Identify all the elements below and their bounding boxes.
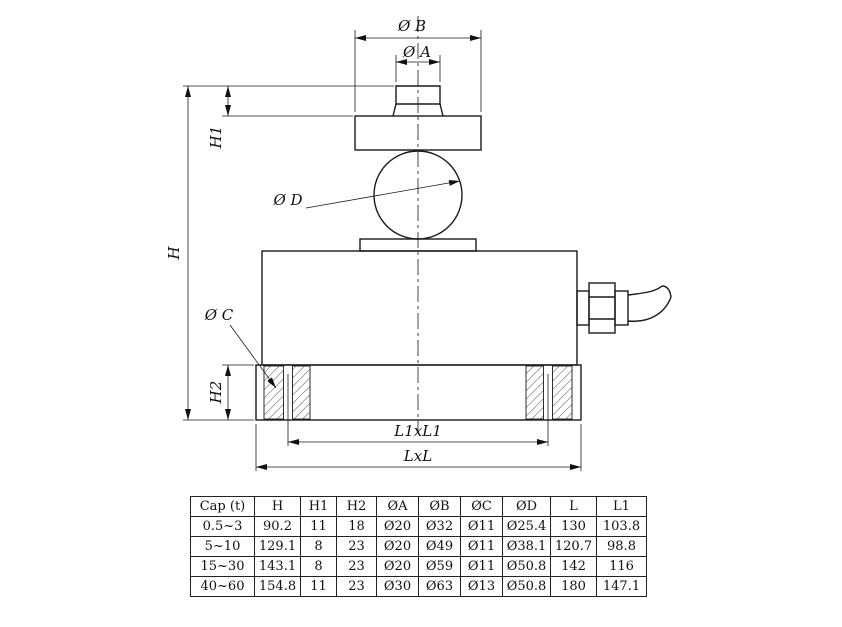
table-header-cell: L xyxy=(550,496,597,517)
dim-label-lxl: LxL xyxy=(403,447,432,465)
table-cell: 11 xyxy=(300,576,337,597)
table-header-cell: H2 xyxy=(336,496,377,517)
dimension-lines xyxy=(183,30,582,471)
table-cell: Ø13 xyxy=(460,576,503,597)
table-cell: 180 xyxy=(550,576,597,597)
table-row: 15~30 143.1 8 23 Ø20 Ø59 Ø11 Ø50.8 142 1… xyxy=(190,556,647,577)
table-cell: Ø63 xyxy=(418,576,461,597)
table-cell: Ø11 xyxy=(460,536,503,557)
table-cell: 40~60 xyxy=(190,576,255,597)
table-cell: 154.8 xyxy=(254,576,301,597)
dim-label-h1: H1 xyxy=(207,126,225,150)
table-cell: Ø49 xyxy=(418,536,461,557)
table-cell: 147.1 xyxy=(596,576,647,597)
table-header-cell: H xyxy=(254,496,301,517)
dim-label-phi-d: Ø D xyxy=(272,191,302,209)
table-cell: 129.1 xyxy=(254,536,301,557)
load-cell-outline xyxy=(255,85,672,421)
table-cell: 90.2 xyxy=(254,516,301,537)
table-cell: Ø20 xyxy=(376,556,419,577)
top-plate xyxy=(354,115,482,151)
table-cell: 15~30 xyxy=(190,556,255,577)
table-cell: Ø30 xyxy=(376,576,419,597)
table-cell: Ø20 xyxy=(376,516,419,537)
base-section-hatch xyxy=(263,365,573,420)
dim-label-l1xl1: L1xL1 xyxy=(393,422,441,440)
table-header-row: Cap (t) H H1 H2 ØA ØB ØC ØD L L1 xyxy=(190,496,647,517)
table-cell: Ø11 xyxy=(460,516,503,537)
cable-connector xyxy=(576,282,672,334)
table-cell: Ø25.4 xyxy=(502,516,551,537)
table-cell: 143.1 xyxy=(254,556,301,577)
load-cell-body xyxy=(261,250,578,366)
table-cell: Ø38.1 xyxy=(502,536,551,557)
dim-label-h: H xyxy=(165,246,183,261)
table-cell: 23 xyxy=(336,576,377,597)
table-cell: 0.5~3 xyxy=(190,516,255,537)
table-cell: 23 xyxy=(336,556,377,577)
dimension-spec-table: Cap (t) H H1 H2 ØA ØB ØC ØD L L1 0.5~3 9… xyxy=(190,496,647,597)
table-cell: Ø59 xyxy=(418,556,461,577)
table-cell: 103.8 xyxy=(596,516,647,537)
loading-button xyxy=(392,85,444,117)
table-cell: 5~10 xyxy=(190,536,255,557)
table-cell: 18 xyxy=(336,516,377,537)
base-flange xyxy=(255,364,582,421)
dim-label-phi-b: Ø B xyxy=(397,17,426,35)
table-cell: Ø32 xyxy=(418,516,461,537)
table-header-cell: ØD xyxy=(502,496,551,517)
table-cell: 130 xyxy=(550,516,597,537)
table-cell: Ø50.8 xyxy=(502,576,551,597)
table-cell: 23 xyxy=(336,536,377,557)
table-cell: Ø11 xyxy=(460,556,503,577)
table-row: 40~60 154.8 11 23 Ø30 Ø63 Ø13 Ø50.8 180 … xyxy=(190,576,647,597)
table-cell: 8 xyxy=(300,556,337,577)
table-cell: Ø50.8 xyxy=(502,556,551,577)
table-cell: Ø20 xyxy=(376,536,419,557)
table-header-cell: ØC xyxy=(460,496,503,517)
table-header-cell: ØB xyxy=(418,496,461,517)
table-header-cell: L1 xyxy=(596,496,647,517)
table-row: 5~10 129.1 8 23 Ø20 Ø49 Ø11 Ø38.1 120.7 … xyxy=(190,536,647,557)
table-cell: 8 xyxy=(300,536,337,557)
dim-label-phi-a: Ø A xyxy=(402,43,431,61)
table-cell: 98.8 xyxy=(596,536,647,557)
table-cell: 142 xyxy=(550,556,597,577)
table-cell: 11 xyxy=(300,516,337,537)
dim-label-phi-c: Ø C xyxy=(204,306,234,324)
table-cell: 116 xyxy=(596,556,647,577)
table-header-cell: ØA xyxy=(376,496,419,517)
load-cell-technical-drawing: Ø B Ø A Ø D Ø C H H1 H2 L1xL1 LxL xyxy=(165,16,672,471)
table-header-cell: H1 xyxy=(300,496,337,517)
table-header-cell: Cap (t) xyxy=(190,496,255,517)
dim-label-h2: H2 xyxy=(207,381,225,405)
table-row: 0.5~3 90.2 11 18 Ø20 Ø32 Ø11 Ø25.4 130 1… xyxy=(190,516,647,537)
table-cell: 120.7 xyxy=(550,536,597,557)
